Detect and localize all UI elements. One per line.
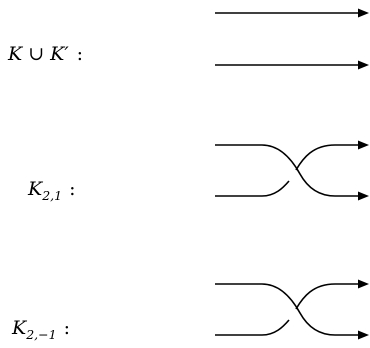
label-kprime: K′ bbox=[49, 43, 69, 65]
arrowhead-upper bbox=[358, 140, 369, 150]
row-label-k-2-1: K2,1: bbox=[27, 178, 76, 203]
label-k: K bbox=[11, 317, 28, 339]
label-k: K bbox=[27, 178, 44, 200]
arrowhead-lower bbox=[358, 191, 369, 201]
strand-under-right bbox=[295, 144, 362, 171]
arrowhead-lower bbox=[358, 330, 369, 340]
strand-under-left bbox=[215, 180, 290, 197]
label-colon: : bbox=[64, 317, 70, 339]
label-subscript: 2,−1 bbox=[25, 327, 56, 342]
strand-over bbox=[215, 144, 362, 197]
arrowhead-lower bbox=[358, 60, 369, 70]
label-subscript: 2,1 bbox=[41, 188, 62, 203]
row-label-k-2-minus-1: K2,−1: bbox=[11, 317, 70, 342]
row-label-k-union-kprime: K∪K′: bbox=[7, 43, 83, 65]
label-union-symbol: ∪ bbox=[28, 43, 44, 65]
row-k-2-minus-1: K2,−1: bbox=[11, 279, 369, 342]
label-k: K bbox=[7, 43, 24, 65]
strand-over bbox=[215, 283, 362, 336]
arrowhead-upper bbox=[358, 8, 369, 18]
strand-under-left bbox=[215, 319, 290, 336]
row-k-2-1: K2,1: bbox=[27, 140, 369, 203]
label-colon: : bbox=[77, 43, 83, 65]
row-k-union-kprime: K∪K′: bbox=[7, 8, 369, 70]
strand-under-right bbox=[295, 283, 362, 310]
arrowhead-upper bbox=[358, 279, 369, 289]
label-colon: : bbox=[69, 178, 75, 200]
